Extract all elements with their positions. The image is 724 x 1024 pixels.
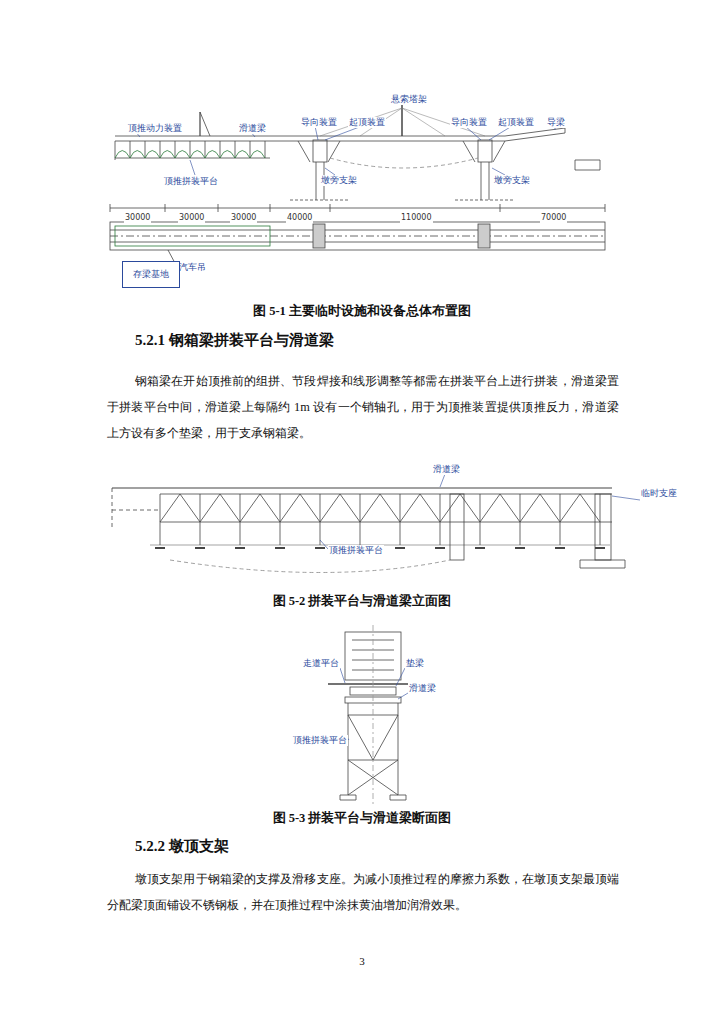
part-label: 悬索塔架: [390, 94, 428, 105]
figure-caption: 图 5-2 拼装平台与滑道梁立面图: [0, 594, 724, 609]
part-label: 导向装置: [300, 117, 338, 128]
leader-lines: [135, 126, 555, 175]
part-label: 滑道梁: [408, 683, 437, 694]
dimension-label: 40000: [286, 213, 313, 223]
part-label: 顶推动力装置: [127, 123, 183, 134]
part-label: 滑道梁: [432, 464, 461, 475]
dimension-label: 70000: [540, 213, 567, 223]
section-heading: 5.2.2 墩顶支架: [135, 837, 229, 855]
part-label: 起顶装置: [348, 117, 386, 128]
part-label: 导梁: [546, 117, 566, 128]
part-label: 临时支座: [640, 488, 678, 499]
part-label: 起顶装置: [497, 117, 535, 128]
part-label: 垫梁: [405, 658, 425, 669]
part-label: 走道平台: [302, 658, 340, 669]
page-number: 3: [0, 955, 724, 968]
box-text: 存梁基地: [133, 269, 169, 280]
storage-box: 存梁基地: [122, 261, 180, 288]
leader-lines: [340, 668, 408, 740]
elevation-drawing: [115, 104, 600, 200]
part-label: 汽车吊: [178, 262, 207, 273]
section-heading: 5.2.1 钢箱梁拼装平台与滑道梁: [135, 331, 334, 349]
dimension-label: 110000: [400, 213, 433, 223]
section-drawing: [328, 625, 418, 805]
part-label: 顶推拼装平台: [163, 176, 219, 187]
body-paragraph: 钢箱梁在开始顶推前的组拼、节段焊接和线形调整等都需在拼装平台上进行拼装，滑道梁置…: [107, 368, 619, 446]
dimension-label: 30000: [124, 213, 151, 223]
dimension-label: 30000: [178, 213, 205, 223]
leader-lines: [320, 474, 640, 549]
part-label: 顶推拼装平台: [292, 735, 348, 746]
part-label: 墩旁支架: [320, 175, 358, 186]
figure-caption: 图 5-3 拼装平台与滑道梁断面图: [0, 811, 724, 826]
elevation-drawing: [112, 488, 625, 573]
dimension-label: 30000: [230, 213, 257, 223]
part-label: 顶推拼装平台: [328, 545, 384, 556]
part-label: 导向装置: [450, 117, 488, 128]
body-paragraph: 墩顶支架用于钢箱梁的支撑及滑移支座。为减小顶推过程的摩擦力系数，在墩顶支架最顶端…: [107, 866, 619, 918]
part-label: 墩旁支架: [493, 175, 531, 186]
figure-caption: 图 5-1 主要临时设施和设备总体布置图: [0, 304, 724, 319]
plan-drawing: [110, 204, 605, 265]
part-label: 滑道梁: [238, 123, 267, 134]
